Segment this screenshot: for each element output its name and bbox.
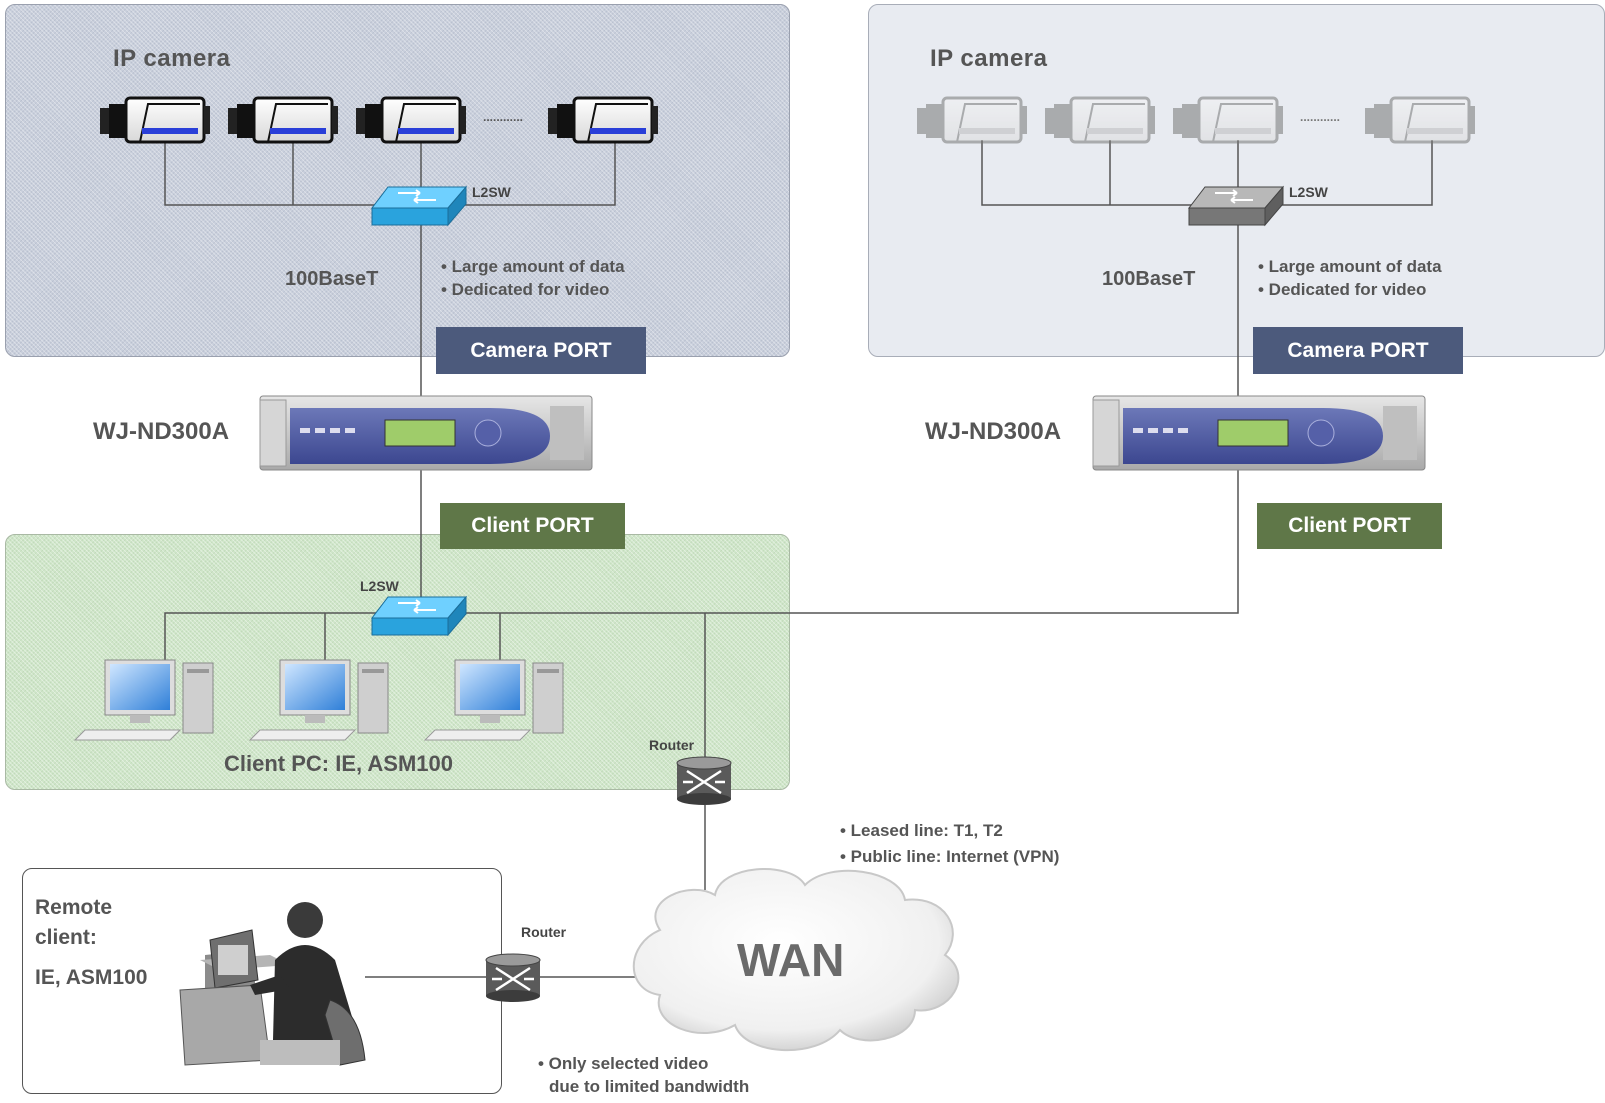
left-l2-switch-icon	[370, 185, 468, 227]
client-pc-1-icon	[73, 659, 214, 741]
right-camera-ellipsis: ............	[1300, 110, 1341, 124]
left-camera-4	[548, 96, 658, 144]
remote-client-line-2: client:	[35, 926, 97, 949]
right-camera-port-badge: Camera PORT	[1253, 327, 1463, 374]
left-camera-port-badge: Camera PORT	[436, 327, 646, 374]
lan-router-label: Router	[649, 737, 695, 753]
right-camera-1	[917, 96, 1027, 144]
client-pc-3-icon	[423, 659, 564, 741]
client-lan-zone	[5, 534, 790, 790]
left-recorder-icon	[259, 395, 593, 471]
left-l2sw-label: L2SW	[472, 184, 511, 200]
right-bullet-1: • Large amount of data	[1258, 257, 1442, 276]
right-l2-switch-icon	[1187, 185, 1285, 227]
left-site-zone	[5, 4, 790, 357]
left-recorder-label: WJ-ND300A	[93, 418, 230, 445]
wan-label: WAN	[737, 934, 845, 986]
left-link-label: 100BaseT	[285, 268, 379, 290]
wan-bullet-1: • Leased line: T1, T2	[840, 821, 1003, 840]
right-camera-3	[1173, 96, 1283, 144]
left-ip-camera-label: IP camera	[113, 45, 231, 72]
right-ip-camera-label: IP camera	[930, 45, 1048, 72]
right-recorder-icon	[1092, 395, 1426, 471]
left-bullet-2: • Dedicated for video	[441, 280, 610, 299]
right-recorder-label: WJ-ND300A	[925, 418, 1062, 445]
remote-client-person-icon	[179, 902, 366, 1066]
right-bullet-2: • Dedicated for video	[1258, 280, 1427, 299]
wan-bullet-2: • Public line: Internet (VPN)	[840, 847, 1060, 866]
left-camera-ellipsis: ............	[483, 110, 524, 124]
remote-router-icon	[485, 953, 541, 1002]
wan-cloud-icon	[632, 868, 960, 1051]
client-pc-2-icon	[248, 659, 389, 741]
right-camera-4	[1365, 96, 1475, 144]
left-client-port-badge: Client PORT	[440, 503, 625, 549]
right-l2sw-label: L2SW	[1289, 184, 1328, 200]
client-l2sw-label: L2SW	[360, 578, 399, 594]
remote-client-line-1: Remote	[35, 896, 113, 919]
left-camera-1	[100, 96, 210, 144]
right-link-label: 100BaseT	[1102, 268, 1196, 290]
right-site-zone	[868, 4, 1605, 357]
right-client-port-badge: Client PORT	[1257, 503, 1442, 549]
left-camera-bus	[164, 140, 1239, 978]
left-bullet-1: • Large amount of data	[441, 257, 625, 276]
remote-note-line-1: • Only selected video	[538, 1054, 709, 1073]
client-pc-label: Client PC: IE, ASM100	[224, 751, 454, 776]
lan-router-icon	[676, 756, 732, 805]
remote-note-line-2: due to limited bandwidth	[549, 1077, 750, 1096]
left-camera-2	[228, 96, 338, 144]
remote-router-label: Router	[521, 924, 567, 940]
right-camera-2	[1045, 96, 1155, 144]
left-camera-3	[356, 96, 466, 144]
client-l2-switch-icon	[370, 595, 468, 637]
remote-client-line-3: IE, ASM100	[35, 966, 148, 989]
